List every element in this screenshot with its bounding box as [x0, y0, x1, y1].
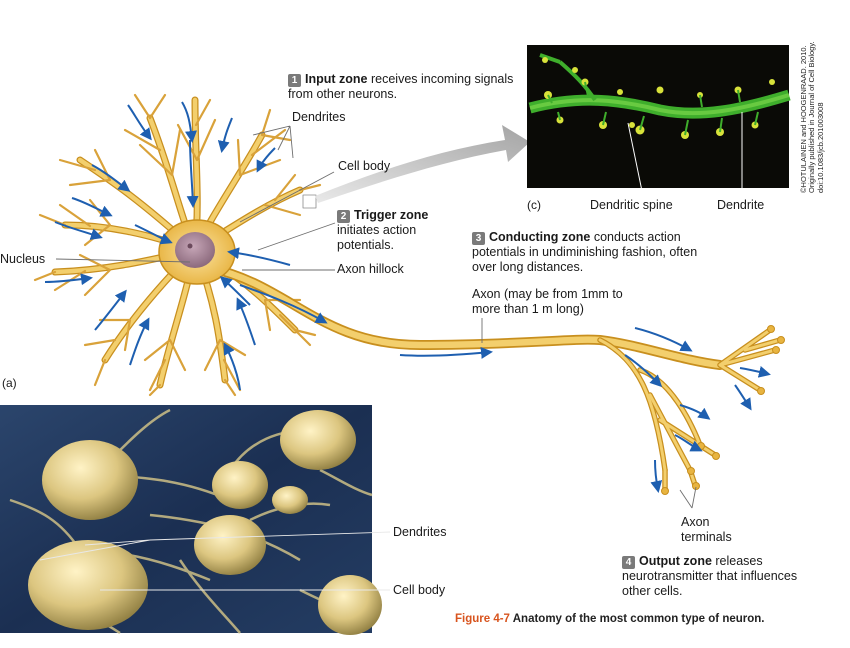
conducting-zone-title: Conducting zone: [489, 230, 591, 244]
photo-leader-lines: [39, 531, 391, 591]
output-zone-text: releases neurotransmitter that influence…: [622, 554, 798, 598]
neuron-drawing: [33, 93, 785, 495]
magnify-pointer: [315, 125, 530, 203]
label-dendrites-top: Dendrites: [292, 110, 346, 124]
step-badge-2: 2: [337, 210, 350, 223]
label-photo-cell-body: Cell body: [393, 583, 446, 597]
dendrite-micrograph: [527, 45, 791, 197]
leader-lines: [55, 125, 697, 509]
output-zone-callout: 4 Output zone releases neurotransmitter t…: [622, 554, 822, 598]
input-zone-title: Input zone: [305, 72, 368, 86]
output-zone-title: Output zone: [639, 554, 712, 568]
figure-number: Figure 4-7: [455, 613, 510, 625]
panel-label-a: (a): [2, 376, 17, 390]
signal-arrows: [44, 101, 771, 493]
label-axon: Axon (may be from 1mm to more than 1 m l…: [472, 287, 623, 316]
label-axon-terminals: Axon terminals: [681, 515, 732, 544]
figure-caption-text: Anatomy of the most common type of neuro…: [512, 613, 765, 625]
neuron-sem-photo: [0, 405, 382, 635]
step-badge-1: 1: [288, 74, 301, 87]
conducting-zone-callout: 3 Conducting zone conducts action potenti…: [472, 230, 702, 274]
label-cell-body: Cell body: [338, 159, 391, 173]
image-credit: ©HOTULAINEN and HOOGENRAAD. 2010. Origin…: [799, 41, 825, 193]
trigger-zone-callout: 2 Trigger zone initiates action potential…: [337, 208, 472, 252]
input-zone-text: receives incoming signals from other neu…: [288, 72, 514, 101]
step-badge-4: 4: [622, 556, 635, 569]
label-axon-hillock: Axon hillock: [337, 262, 404, 276]
label-dendrite: Dendrite: [717, 198, 765, 212]
label-nucleus: Nucleus: [0, 252, 46, 266]
conducting-zone-text: conducts action potentials in undiminish…: [472, 230, 698, 274]
trigger-zone-title: Trigger zone: [354, 208, 429, 222]
panel-label-c: (c): [527, 198, 541, 212]
label-photo-dendrites: Dendrites: [393, 525, 447, 539]
step-badge-3: 3: [472, 232, 485, 245]
trigger-zone-text: initiates action potentials.: [337, 223, 417, 252]
label-dendritic-spine: Dendritic spine: [590, 198, 673, 212]
figure-caption: Figure 4-7 Anatomy of the most common ty…: [455, 613, 764, 625]
input-zone-callout: 1 Input zone receives incoming signals fr…: [288, 72, 523, 102]
